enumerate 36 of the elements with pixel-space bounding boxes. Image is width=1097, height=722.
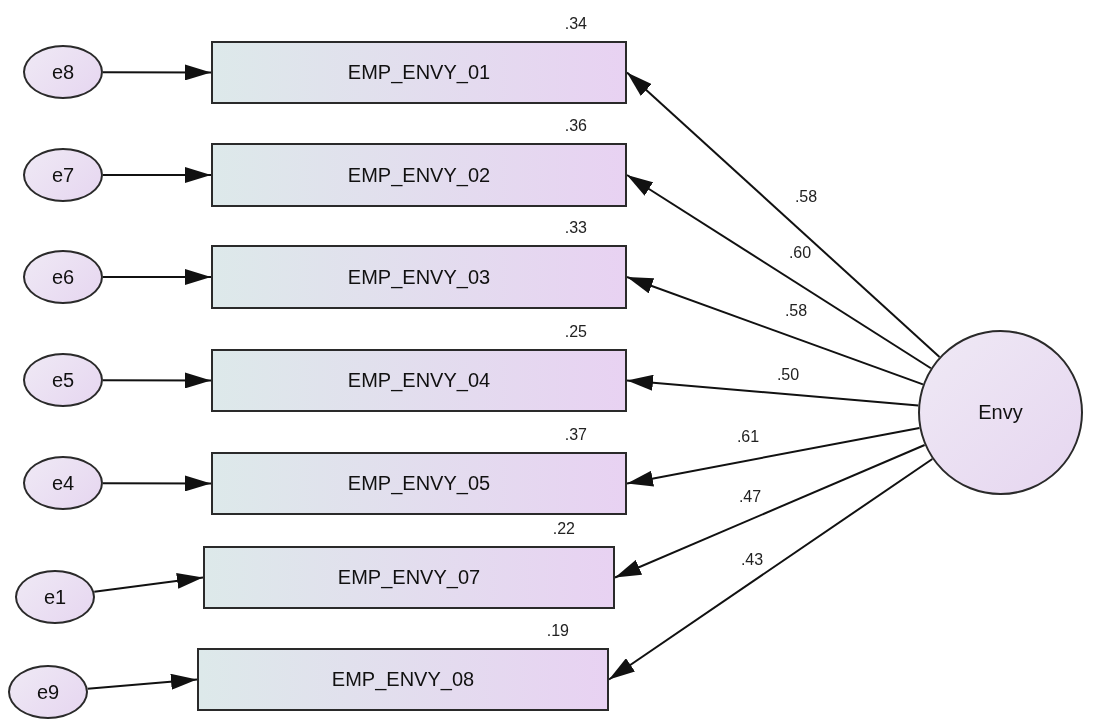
variable-name: e8 <box>51 60 75 84</box>
r-squared-value: .37 <box>564 426 587 444</box>
arrow <box>626 71 941 358</box>
variable-name: EMP_ENVY_03 <box>347 265 491 289</box>
variable-name: e4 <box>51 471 75 495</box>
variable-name: EMP_ENVY_07 <box>337 566 481 589</box>
arrow <box>93 572 204 593</box>
variable-name: EMP_ENVY_05 <box>347 472 491 495</box>
r-squared-value: .19 <box>546 622 569 640</box>
variable-name: Envy <box>978 401 1023 424</box>
arrow <box>608 458 934 681</box>
arrow <box>102 64 212 81</box>
r-squared-value: .22 <box>552 520 575 538</box>
arrow <box>86 673 198 690</box>
variable-name: EMP_ENVY_01 <box>347 61 491 84</box>
arrow <box>102 372 212 389</box>
variable-name: EMP_ENVY_08 <box>331 668 475 691</box>
arrow <box>626 276 924 386</box>
arrow <box>102 269 212 285</box>
arrow <box>626 374 920 407</box>
arrow <box>102 167 212 183</box>
arrow <box>102 475 212 492</box>
arrow <box>626 426 921 487</box>
arrow <box>614 443 926 579</box>
variable-name: e6 <box>51 265 75 289</box>
variable-name: e9 <box>36 680 60 704</box>
variable-name: EMP_ENVY_02 <box>347 163 491 187</box>
variable-name: e1 <box>43 585 67 609</box>
r-squared-value: .33 <box>564 219 587 237</box>
r-squared-value: .36 <box>564 117 587 135</box>
r-squared-value: .34 <box>564 15 587 33</box>
arrow <box>626 174 932 370</box>
variable-name: EMP_ENVY_04 <box>347 369 491 392</box>
variable-name: e7 <box>51 163 75 187</box>
r-squared-value: .25 <box>564 323 587 341</box>
variable-name: e5 <box>51 368 75 392</box>
